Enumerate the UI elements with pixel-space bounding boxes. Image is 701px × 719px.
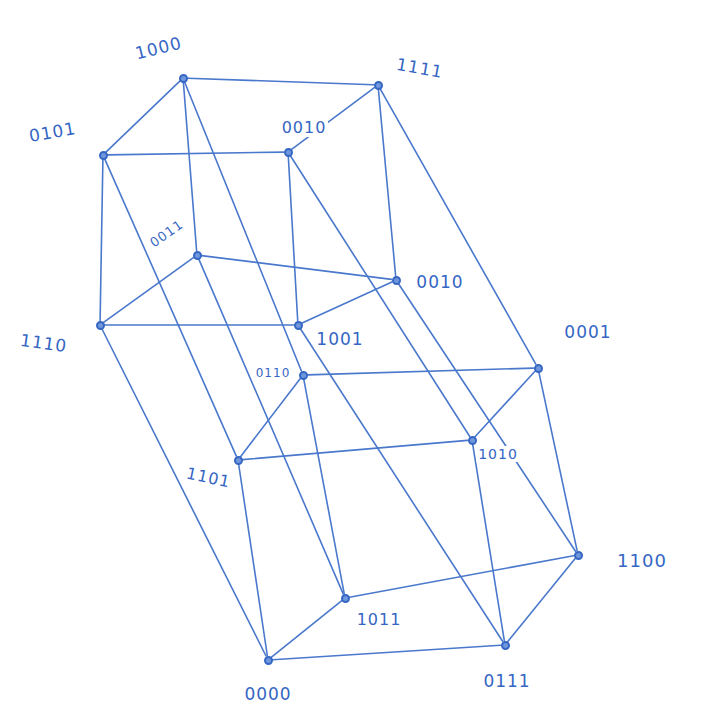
hypercube-edge: [473, 444, 505, 640]
vertex-label: 0110: [254, 366, 293, 380]
hypercube-edge: [239, 465, 268, 656]
vertex-label: 1000: [132, 33, 186, 64]
hypercube-edge: [108, 152, 284, 155]
vertex-dot: 0010: [392, 276, 401, 285]
hypercube-edge: [243, 440, 468, 459]
vertex-dot: 0111: [501, 641, 510, 650]
hypercube-edge: [288, 157, 297, 321]
vertex-dot: 0001: [534, 364, 543, 373]
vertex-label: 1100: [615, 551, 669, 571]
hypercube-edge: [241, 379, 301, 457]
hypercube-edge: [199, 259, 343, 594]
hypercube-edge: [304, 379, 344, 593]
hypercube-edge: [105, 324, 294, 326]
vertex-dot: 0101: [99, 151, 108, 160]
hypercube-edge: [100, 160, 103, 321]
hypercube-edge: [102, 329, 266, 656]
hypercube-edge: [475, 371, 535, 436]
vertex-dot: 1101: [234, 456, 243, 465]
vertex-label: 0111: [481, 672, 532, 691]
vertex-label: 1110: [17, 330, 70, 356]
vertex-label: 1001: [314, 330, 365, 349]
vertex-label: 0001: [562, 323, 613, 342]
vertex-dot: 1010: [468, 436, 477, 445]
vertex-label: 0000: [242, 685, 293, 704]
vertex-label: 1111: [393, 54, 447, 82]
vertex-label: 0010: [280, 119, 329, 137]
vertex-label: 1011: [355, 611, 404, 629]
vertex-dot: 0000: [264, 656, 273, 665]
vertex-dot: 1000: [179, 74, 188, 83]
hypercube-edge: [302, 282, 392, 323]
vertex-label: 0011: [146, 215, 188, 251]
hypercube-edge: [105, 159, 236, 456]
vertex-dot: 0010: [284, 148, 293, 157]
vertex-label: 1101: [182, 464, 233, 492]
vertex-dot: 1100: [574, 551, 583, 560]
hypercube-edge: [106, 81, 180, 152]
hypercube-edge: [202, 256, 392, 280]
hypercube-edge: [308, 368, 534, 375]
hypercube-edge: [273, 645, 501, 659]
hypercube-edge: [104, 258, 194, 323]
vertex-label: 0101: [26, 118, 80, 146]
vertex-dot: 1110: [96, 321, 105, 330]
hypercube-edge: [300, 329, 502, 641]
hypercube-edge: [399, 284, 576, 551]
hypercube-edge: [188, 78, 374, 85]
hypercube-edge: [290, 156, 469, 436]
vertex-label: 1010: [476, 446, 520, 462]
hypercube-edge: [378, 90, 395, 276]
hypercube-edge: [272, 601, 342, 657]
vertex-label: 0010: [414, 273, 465, 292]
vertex-dot: 1001: [294, 321, 303, 330]
hypercube-edge: [508, 559, 575, 642]
vertex-dot: 0011: [193, 251, 202, 260]
vertex-dot: 1111: [374, 81, 383, 90]
vertex-dot: 1011: [341, 594, 350, 603]
vertex-dot: 0110: [299, 371, 308, 380]
hypercube-edge: [380, 89, 536, 364]
